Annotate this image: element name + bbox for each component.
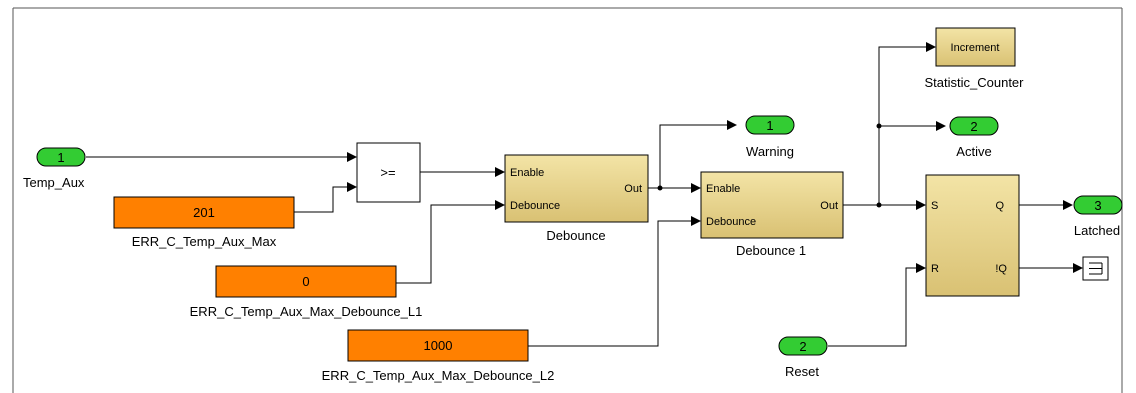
port-enable-label: Enable — [510, 167, 544, 179]
outport-active[interactable]: 2 — [949, 116, 999, 136]
port-out-label: Out — [820, 200, 838, 212]
debounce1-subsystem-block[interactable]: Enable Debounce Out — [700, 171, 844, 239]
outport-warning[interactable]: 1 — [745, 115, 795, 135]
outport-active-label: Active — [956, 144, 991, 159]
debounce-subsystem-block[interactable]: Enable Debounce Out — [504, 154, 649, 223]
signal-line[interactable] — [828, 263, 926, 347]
relational-operator-block[interactable]: >= — [356, 142, 421, 203]
signal-line[interactable] — [659, 120, 737, 188]
constant-value: 1000 — [424, 338, 453, 353]
signal-line[interactable] — [528, 216, 701, 347]
port-debounce-label: Debounce — [510, 200, 560, 212]
constant-block-max[interactable]: 201 — [113, 196, 295, 229]
port-out-label: Out — [624, 183, 642, 195]
inport-reset[interactable]: 2 — [778, 336, 828, 356]
inport-number: 2 — [799, 339, 806, 354]
constant-debounce-l2-label: ERR_C_Temp_Aux_Max_Debounce_L2 — [322, 368, 555, 383]
constant-debounce-l1-label: ERR_C_Temp_Aux_Max_Debounce_L1 — [190, 304, 423, 319]
operator-symbol: >= — [380, 165, 395, 180]
terminator-block[interactable] — [1082, 256, 1109, 281]
debounce-label: Debounce — [546, 228, 605, 243]
port-s-label: S — [931, 200, 938, 212]
signal-line[interactable] — [396, 200, 505, 284]
inport-temp-aux[interactable]: 1 — [36, 147, 86, 167]
constant-block-debounce-l1[interactable]: 0 — [215, 265, 397, 298]
inport-reset-label: Reset — [785, 364, 819, 379]
port-debounce-label: Debounce — [706, 216, 756, 228]
outport-number: 2 — [970, 119, 977, 134]
port-q-label: Q — [995, 200, 1004, 212]
port-nq-label: !Q — [995, 263, 1007, 275]
signal-lines — [86, 42, 1083, 347]
port-r-label: R — [931, 263, 939, 275]
port-enable-label: Enable — [706, 183, 740, 195]
outport-latched-label: Latched — [1074, 223, 1120, 238]
increment-port-label: Increment — [951, 42, 1000, 54]
sr-flipflop-block[interactable]: S R Q !Q — [925, 174, 1020, 297]
signal-line[interactable] — [294, 182, 357, 213]
signal-line[interactable] — [878, 42, 936, 205]
constant-block-debounce-l2[interactable]: 1000 — [347, 329, 529, 362]
outport-number: 3 — [1094, 198, 1101, 213]
constant-value: 201 — [193, 205, 215, 220]
canvas-frame — [12, 7, 1123, 393]
constant-max-label: ERR_C_Temp_Aux_Max — [132, 234, 277, 249]
inport-temp-aux-label: Temp_Aux — [23, 175, 85, 190]
statistic-counter-block[interactable]: Increment — [935, 27, 1016, 67]
debounce1-label: Debounce 1 — [736, 243, 806, 258]
outport-number: 1 — [766, 118, 773, 133]
outport-latched[interactable]: 3 — [1073, 195, 1123, 215]
outport-warning-label: Warning — [746, 144, 794, 159]
constant-value: 0 — [302, 274, 309, 289]
statistic-counter-label: Statistic_Counter — [925, 75, 1025, 90]
inport-number: 1 — [57, 150, 64, 165]
